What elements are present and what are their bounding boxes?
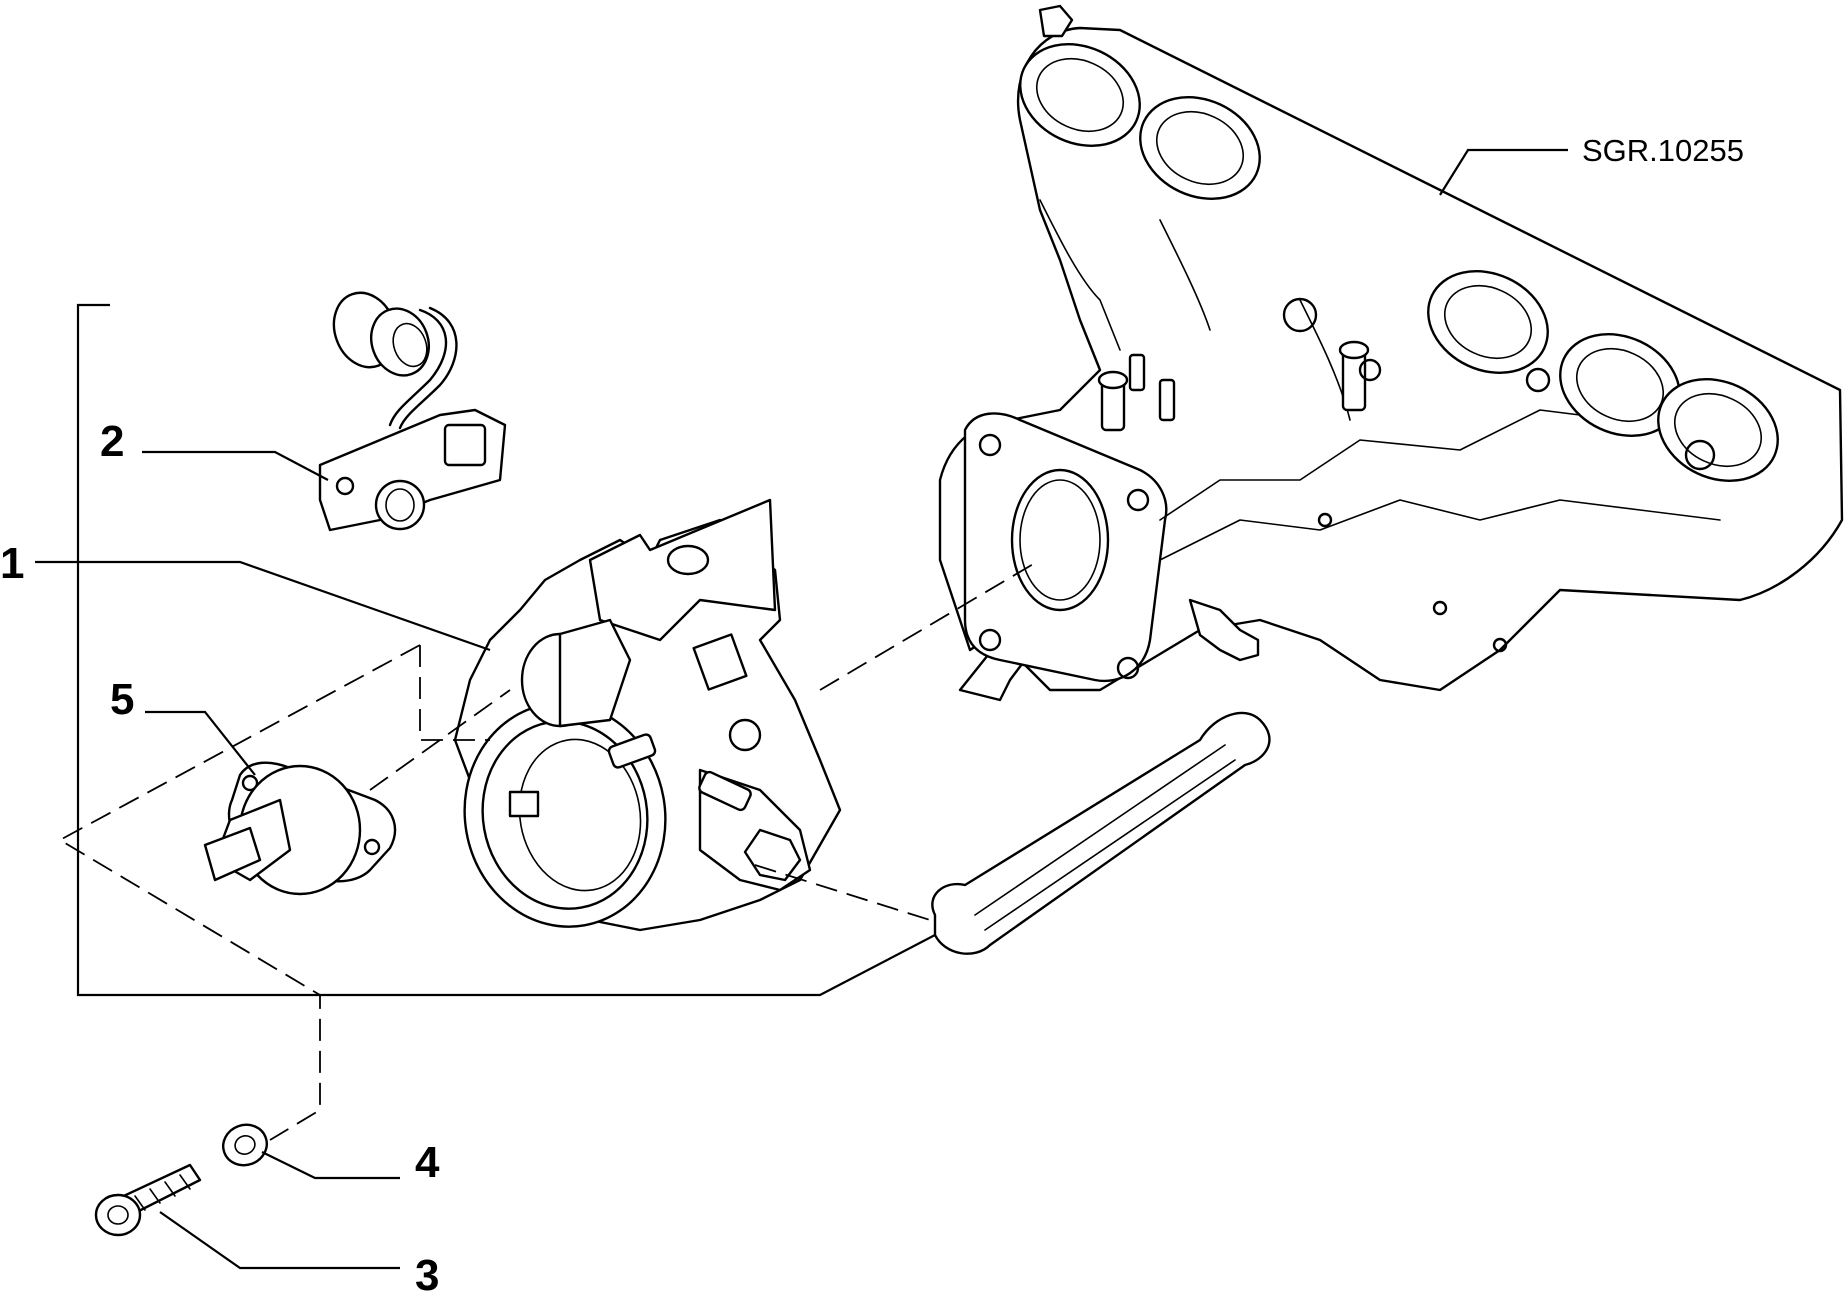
leader-lines <box>35 148 1568 1270</box>
throttle-body <box>453 498 842 932</box>
leader-line-ref <box>1439 148 1568 196</box>
bolt <box>94 1163 202 1237</box>
throttle-position-sensor <box>318 291 507 532</box>
intake-gasket-hose <box>931 711 1271 955</box>
drawing-reference: SGR.10255 <box>1582 133 1744 168</box>
leader-line-1 <box>35 560 491 652</box>
leader-line-2 <box>142 450 329 481</box>
kit-grouping-bracket <box>76 303 936 997</box>
leader-line-5 <box>145 710 256 776</box>
callout-2: 2 <box>100 417 124 466</box>
leader-line-3 <box>159 1211 400 1270</box>
callout-3: 3 <box>415 1251 439 1295</box>
callout-1: 1 <box>0 539 24 588</box>
washer <box>222 1123 268 1167</box>
idle-air-actuator <box>203 761 397 896</box>
callout-4: 4 <box>415 1138 440 1187</box>
callout-5: 5 <box>110 675 134 724</box>
leader-line-4 <box>261 1151 400 1180</box>
intake-manifold <box>938 4 1844 702</box>
